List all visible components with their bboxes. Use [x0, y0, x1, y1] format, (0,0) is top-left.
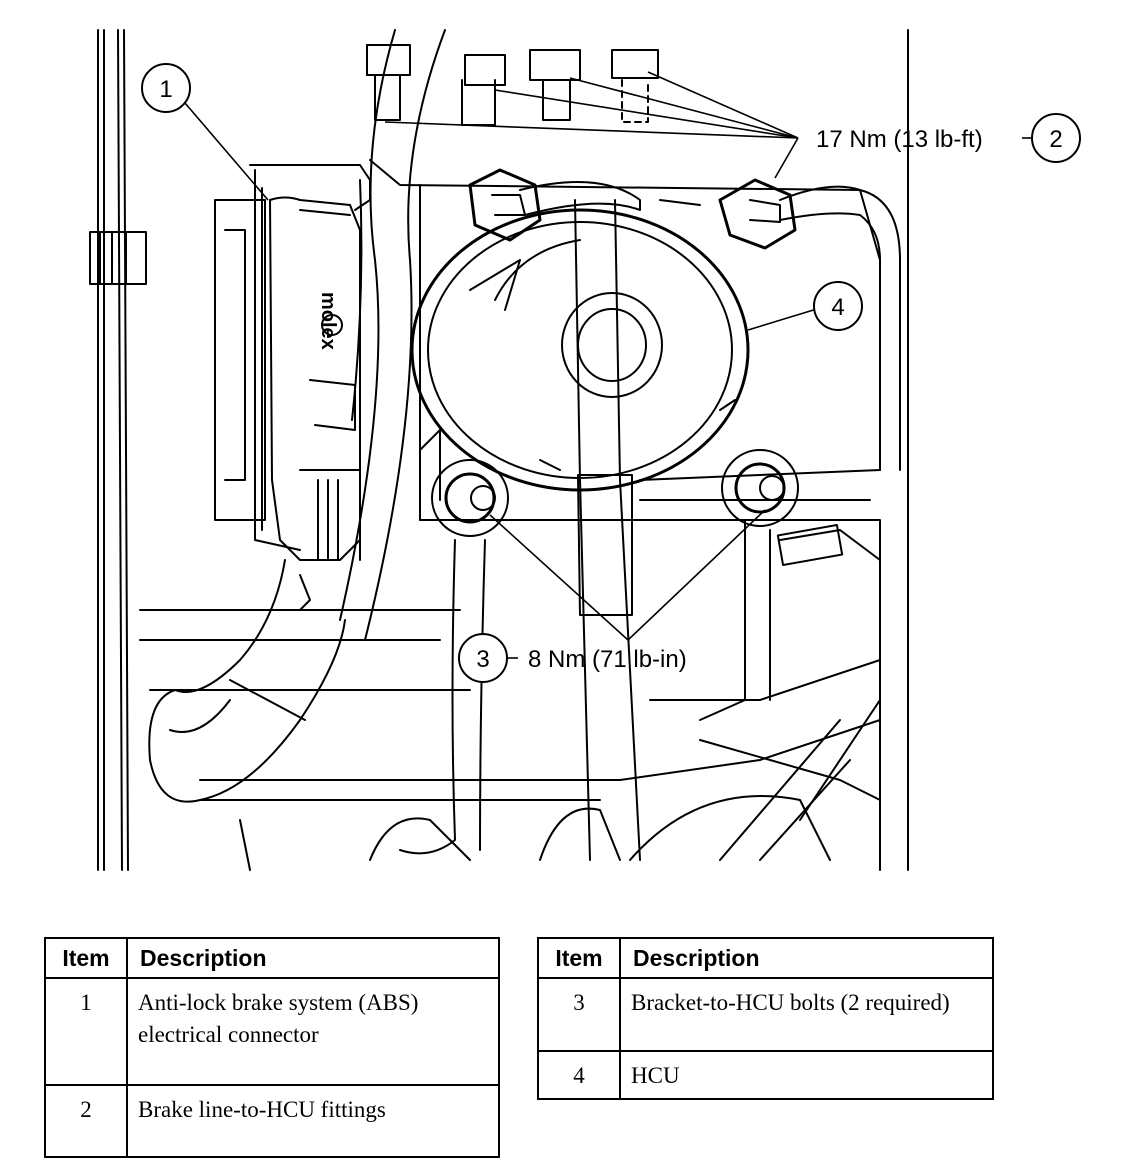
description-column-header: Description — [619, 937, 994, 979]
legend-row: 1 Anti-lock brake system (ABS) electrica… — [44, 977, 500, 1086]
legend-row: 4 HCU — [537, 1050, 994, 1100]
callout-3: 3 8 Nm (71 lb-in) — [458, 633, 687, 683]
legend-item-description: Anti-lock brake system (ABS) electrical … — [126, 977, 500, 1086]
legend-item-description: Brake line-to-HCU fittings — [126, 1084, 500, 1158]
callout-1: 1 — [141, 63, 191, 113]
brake-fittings — [468, 168, 901, 471]
legend-table-right: Item Description 3 Bracket-to-HCU bolts … — [537, 937, 994, 1100]
hcu-line-drawing: molex 1 17 Nm (13 lb-ft) 2 4 3 8 Nm (71 … — [89, 29, 1081, 871]
item-column-header: Item — [537, 937, 621, 979]
legend-header-row: Item Description — [44, 937, 500, 979]
svg-text:3: 3 — [476, 646, 489, 673]
legend-item-description: Bracket-to-HCU bolts (2 required) — [619, 977, 994, 1052]
legend-row: 2 Brake line-to-HCU fittings — [44, 1084, 500, 1158]
svg-text:4: 4 — [831, 294, 844, 321]
legend-item-number: 2 — [44, 1084, 128, 1158]
callout-2: 17 Nm (13 lb-ft) 2 — [816, 113, 1081, 163]
frame-rails — [89, 29, 147, 871]
brake-tube-left — [339, 29, 446, 641]
torque-spec-3: 8 Nm (71 lb-in) — [528, 646, 687, 673]
description-column-header: Description — [126, 937, 500, 979]
legend-table-left: Item Description 1 Anti-lock brake syste… — [44, 937, 500, 1158]
legend-item-number: 4 — [537, 1050, 621, 1100]
molex-logo: molex — [317, 292, 339, 350]
legend-item-number: 3 — [537, 977, 621, 1052]
svg-text:1: 1 — [159, 76, 172, 103]
item-column-header: Item — [44, 937, 128, 979]
legend-item-description: HCU — [619, 1050, 994, 1100]
legend-header-row: Item Description — [537, 937, 994, 979]
svg-text:2: 2 — [1049, 126, 1062, 153]
brake-tube-center — [574, 199, 641, 861]
wire-harness — [148, 559, 346, 803]
legend-item-number: 1 — [44, 977, 128, 1086]
right-frame — [879, 29, 909, 871]
top-bolts — [366, 44, 659, 126]
legend-row: 3 Bracket-to-HCU bolts (2 required) — [537, 977, 994, 1052]
hcu-body — [369, 159, 881, 521]
lower-bolts — [431, 449, 799, 537]
abs-connector — [214, 164, 371, 561]
torque-spec-2: 17 Nm (13 lb-ft) — [816, 126, 983, 153]
mount-bracket — [139, 469, 881, 871]
leader-lines — [184, 71, 1032, 659]
callout-4: 4 — [813, 281, 863, 331]
brake-tube-lower — [399, 519, 771, 855]
